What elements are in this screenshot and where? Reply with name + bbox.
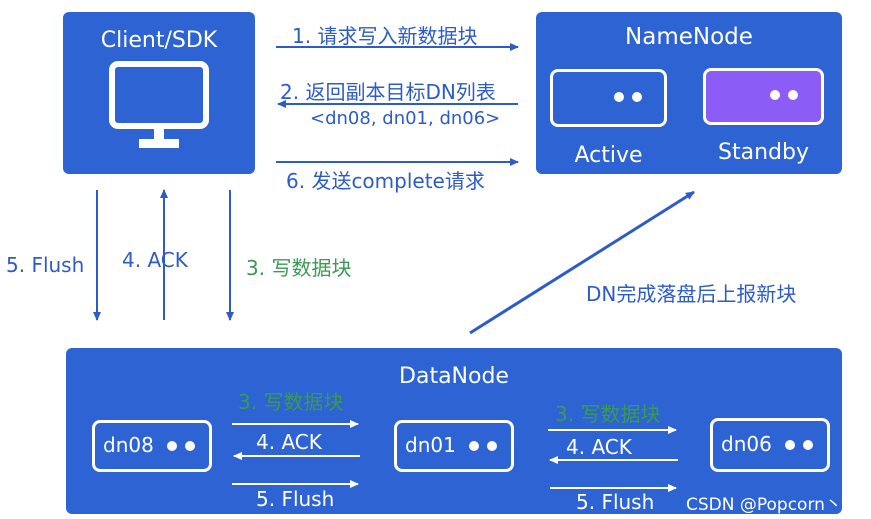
dn08-label: dn08 bbox=[103, 433, 154, 457]
write-label: 3. 写数据块 bbox=[246, 256, 352, 280]
dn08-status-dots bbox=[167, 441, 195, 451]
datanode-dn08: dn08 bbox=[92, 420, 212, 472]
pipe2-ack-label: 4. ACK bbox=[566, 435, 632, 459]
namenode-box: NameNode Active Standby bbox=[536, 12, 842, 174]
standby-label: Standby bbox=[718, 140, 809, 165]
step6-label: 6. 发送complete请求 bbox=[286, 169, 485, 193]
arrow-report bbox=[469, 190, 695, 335]
standby-node bbox=[703, 68, 824, 125]
active-node bbox=[550, 69, 667, 127]
client-title: Client/SDK bbox=[100, 28, 218, 53]
pipe2-write-label: 3. 写数据块 bbox=[555, 402, 661, 426]
watermark: CSDN @Popcorn丶30 bbox=[686, 495, 864, 515]
client-sdk-box: Client/SDK bbox=[63, 12, 255, 174]
standby-status-dots bbox=[770, 90, 798, 100]
step1-label: 1. 请求写入新数据块 bbox=[292, 24, 478, 48]
pipe2-flush-label: 5. Flush bbox=[576, 490, 655, 514]
dn06-label: dn06 bbox=[721, 432, 772, 456]
dn06-status-dots bbox=[785, 440, 813, 450]
report-label: DN完成落盘后上报新块 bbox=[586, 282, 797, 306]
flush-label: 5. Flush bbox=[6, 253, 85, 277]
pipe1-write-label: 3. 写数据块 bbox=[238, 390, 344, 414]
monitor-icon bbox=[109, 61, 209, 148]
datanode-dn01: dn01 bbox=[394, 420, 514, 472]
namenode-title: NameNode bbox=[625, 24, 753, 50]
datanode-box: DataNode dn08 dn01 dn06 bbox=[66, 348, 842, 514]
active-label: Active bbox=[574, 143, 643, 168]
datanode-dn06: dn06 bbox=[710, 418, 830, 472]
ack-label: 4. ACK bbox=[122, 248, 188, 272]
pipe1-ack-label: 4. ACK bbox=[256, 430, 322, 454]
active-status-dots bbox=[614, 92, 642, 102]
dn01-label: dn01 bbox=[405, 433, 456, 457]
datanode-title: DataNode bbox=[399, 364, 509, 389]
step2-label: 2. 返回副本目标DN列表 bbox=[280, 80, 496, 104]
dn01-status-dots bbox=[469, 441, 497, 451]
step2-list-label: <dn08, dn01, dn06> bbox=[310, 108, 501, 129]
pipe1-flush-label: 5. Flush bbox=[256, 487, 335, 511]
